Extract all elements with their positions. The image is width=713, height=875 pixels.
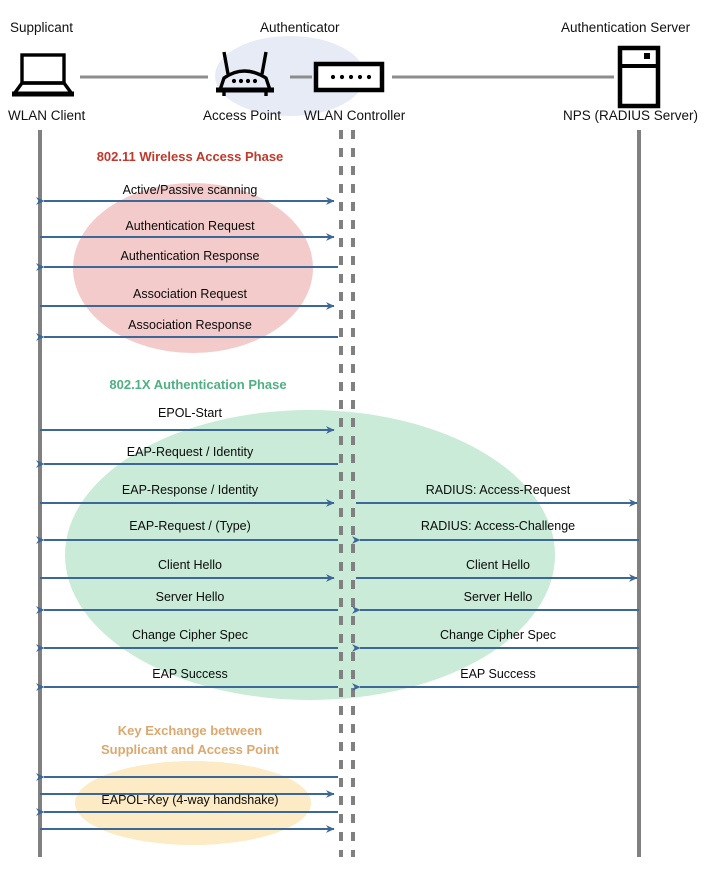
phase-label-key-exchange-line1: Key Exchange between xyxy=(117,723,263,738)
msg-change-cipher-spec-left: Change Cipher Spec xyxy=(131,628,249,642)
device-label-nps: NPS (RADIUS Server) xyxy=(563,108,699,123)
msg-server-hello-right: Server Hello xyxy=(463,590,533,604)
msg-eap-response-identity: EAP-Response / Identity xyxy=(121,483,259,497)
wireless-router-icon xyxy=(216,51,274,96)
msg-radius-access-request: RADIUS: Access-Request xyxy=(425,483,571,497)
phase-ellipses xyxy=(65,183,555,845)
msg-association-request: Association Request xyxy=(133,287,247,301)
msg-client-hello-left: Client Hello xyxy=(158,558,222,572)
server-icon xyxy=(617,45,661,109)
msg-change-cipher-spec-right: Change Cipher Spec xyxy=(439,628,557,642)
msg-eapol-key: EAPOL-Key (4-way handshake) xyxy=(101,793,279,807)
msg-radius-access-challenge: RADIUS: Access-Challenge xyxy=(420,519,576,533)
msg-eap-success-left: EAP Success xyxy=(152,667,228,681)
device-label-wlan-controller: WLAN Controller xyxy=(304,108,406,123)
msg-active-passive-scanning: Active/Passive scanning xyxy=(122,183,258,197)
msg-eap-request-identity: EAP-Request / Identity xyxy=(126,445,254,459)
msg-association-response: Association Response xyxy=(128,318,252,332)
role-label-auth-server: Authentication Server xyxy=(561,20,691,35)
msg-epol-start: EPOL-Start xyxy=(158,406,222,420)
left-arrows xyxy=(36,197,338,833)
right-arrows xyxy=(352,499,639,691)
role-label-authenticator: Authenticator xyxy=(260,20,340,35)
phase-label-802-11: 802.11 Wireless Access Phase xyxy=(96,149,284,164)
msg-eap-success-right: EAP Success xyxy=(460,667,536,681)
phase-key-exchange-ellipse xyxy=(75,761,311,845)
laptop-icon xyxy=(12,53,74,97)
device-label-wlan-client: WLAN Client xyxy=(8,108,86,123)
device-label-access-point: Access Point xyxy=(203,108,282,123)
msg-client-hello-right: Client Hello xyxy=(466,558,530,572)
msg-server-hello-left: Server Hello xyxy=(155,590,225,604)
switch-icon xyxy=(313,61,385,93)
lifelines xyxy=(38,130,641,857)
role-label-supplicant: Supplicant xyxy=(10,20,74,35)
phase-label-802-1x: 802.1X Authentication Phase xyxy=(109,377,287,392)
msg-eap-request-type: EAP-Request / (Type) xyxy=(129,519,251,533)
msg-authentication-response: Authentication Response xyxy=(120,249,260,263)
phase-802-1x-ellipse xyxy=(65,410,555,700)
phase-label-key-exchange-line2: Supplicant and Access Point xyxy=(101,742,279,757)
msg-authentication-request: Authentication Request xyxy=(125,219,255,233)
phase-802-11-ellipse xyxy=(73,183,313,353)
